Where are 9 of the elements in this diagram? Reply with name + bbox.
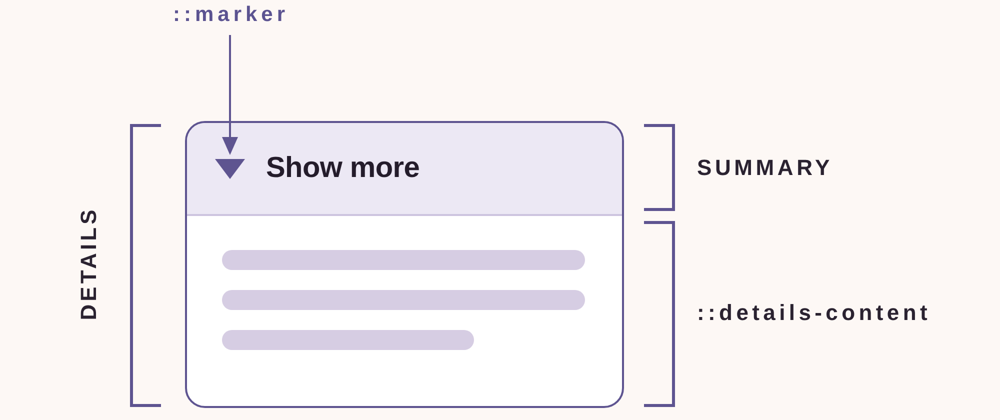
summary-band <box>187 123 622 216</box>
details-card <box>185 121 624 408</box>
bracket-label: ::details-content <box>697 302 932 324</box>
summary-text: Show more <box>266 154 420 183</box>
bracket-label: DETAILS <box>78 206 100 322</box>
bracket-label: SUMMARY <box>697 157 833 179</box>
arrow <box>222 35 238 155</box>
callout-label: ::marker <box>168 4 290 25</box>
triangle-marker-icon <box>215 159 245 179</box>
